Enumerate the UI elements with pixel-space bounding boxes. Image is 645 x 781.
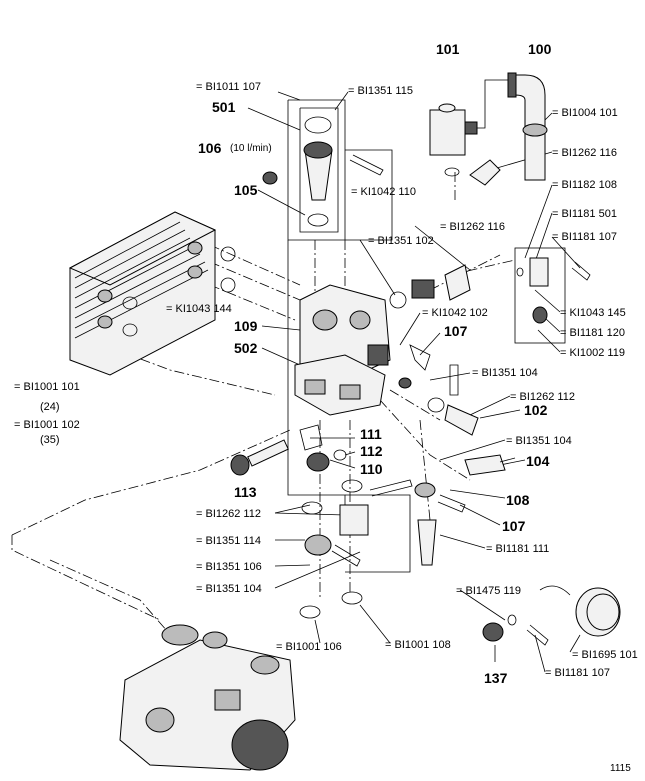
label-bi1182-108: = BI1182 108 [552,179,617,191]
right-small-parts [516,257,591,324]
part-137-plug [482,622,504,642]
label-ki1043-144: = KI1043 144 [166,303,232,315]
label-111: 111 [360,426,382,442]
label-501: 501 [212,99,236,115]
label-ki1002-119: = KI1002 119 [560,347,625,359]
part-108-assembly [369,479,466,513]
label-bi1181-501: = BI1181 501 [552,208,617,220]
label-bi1475-119: = BI1475 119 [456,585,521,597]
label-106: 106 [198,140,222,156]
label-bi1001-101: = BI1001 101 [14,381,80,393]
label-bi1351-115: = BI1351 115 [348,85,413,97]
label-100: 100 [528,41,552,57]
part-104-sensor [464,454,516,476]
label-bi1001-108: = BI1001 108 [385,639,451,651]
part-gauge [507,585,621,646]
part-109-housing [299,284,391,381]
o-rings-exchanger [122,246,236,337]
label-bi1262-116b: = BI1262 116 [440,221,505,233]
label-109: 109 [234,318,258,334]
part-501-cartridge [303,116,333,227]
part-107-clip [398,344,459,396]
label-bi1001-106: = BI1001 106 [276,641,342,653]
page-number: 1115 [610,763,631,774]
label-flow: (10 l/min) [230,143,272,154]
label-bi1262-112a: = BI1262 112 [510,391,575,403]
label-ki1043-145: = KI1043 145 [560,307,626,319]
part-101-sensor [429,79,508,177]
label-107a: 107 [444,323,468,339]
label-112: 112 [360,443,383,459]
part-113-plug [230,439,289,476]
heat-exchanger [68,211,217,376]
part-502-housing [294,354,386,416]
label-bi1011-107: = BI1011 107 [196,81,261,93]
label-24: (24) [40,401,60,413]
label-bi1181-120: = BI1181 120 [560,327,625,339]
label-bi1262-112b: = BI1262 112 [196,508,261,520]
assembly-lines [11,170,516,641]
label-35: (35) [40,434,60,446]
label-137: 137 [484,670,508,686]
label-108: 108 [506,492,530,508]
label-bi1004-101: = BI1004 101 [552,107,618,119]
label-110: 110 [360,461,383,477]
label-107b: 107 [502,518,526,534]
label-ki1042-110: = KI1042 110 [351,186,416,198]
label-bi1181-107b: = BI1181 107 [545,667,610,679]
part-112-ring [333,449,347,461]
label-bi1181-107a: = BI1181 107 [552,231,617,243]
label-bi1351-114: = BI1351 114 [196,535,261,547]
label-bi1351-106: = BI1351 106 [196,561,262,573]
part-102-connector [389,279,479,436]
label-bi1181-111: = BI1181 111 [486,543,549,555]
label-113: 113 [234,484,257,500]
label-bi1001-102: = BI1001 102 [14,419,80,431]
label-105: 105 [234,182,258,198]
part-106-restrictor [262,171,278,185]
part-111-clip [299,424,323,451]
label-bi1695-101: = BI1695 101 [572,649,638,661]
part-labels: 100 101 = BI1004 101 = BI1011 107 = BI13… [14,41,638,774]
label-102: 102 [524,402,548,418]
lower-rings [299,479,369,619]
label-502: 502 [234,340,258,356]
label-bi1351-102: = BI1351 102 [368,235,434,247]
label-104: 104 [526,453,550,469]
label-bi1351-104a: = BI1351 104 [472,367,538,379]
label-bi1351-104b: = BI1351 104 [506,435,572,447]
label-bi1351-104c: = BI1351 104 [196,583,262,595]
label-ki1042-102: = KI1042 102 [422,307,488,319]
label-101: 101 [436,41,460,57]
label-bi1262-116a: = BI1262 116 [552,147,617,159]
clips-top [349,154,501,301]
part-100-pipe [507,72,548,181]
part-110-valve [306,452,330,472]
part-bi1181-111-tube [417,519,437,566]
main-block [119,624,296,771]
